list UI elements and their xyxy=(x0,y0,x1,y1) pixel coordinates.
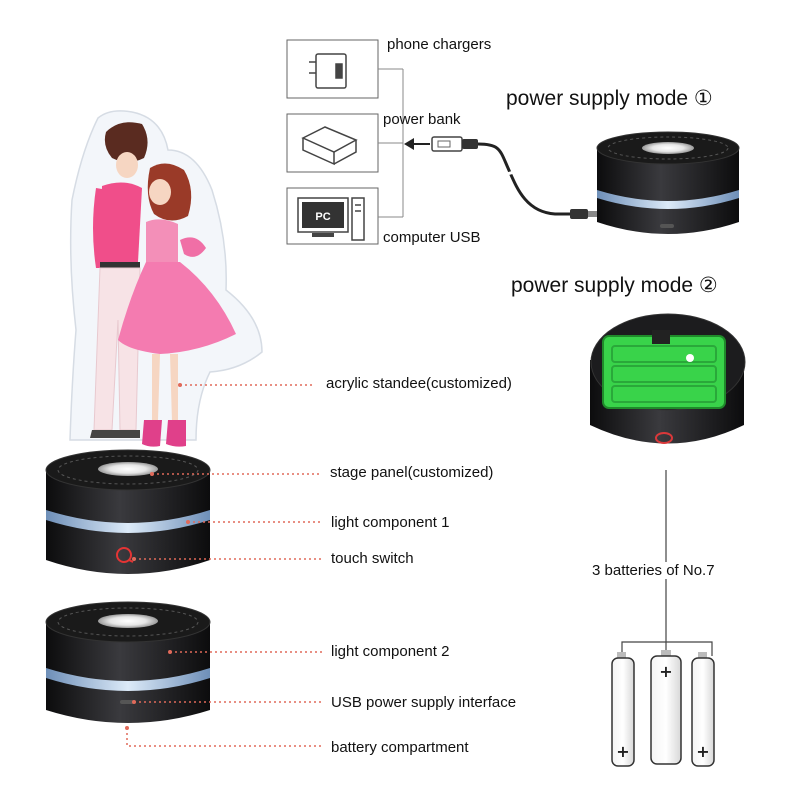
power-bank-icon xyxy=(301,126,358,166)
label-computer-usb: computer USB xyxy=(383,229,481,246)
svg-text:+: + xyxy=(696,742,709,761)
label-batteries: 3 batteries of No.7 xyxy=(590,562,717,579)
main-base-image xyxy=(45,449,211,574)
title-power-supply-mode-2: power supply mode ② xyxy=(511,274,718,297)
usb-cable xyxy=(431,136,598,219)
mode2-power-icon xyxy=(655,432,673,444)
battery-center: + xyxy=(650,650,682,765)
battery-left: + xyxy=(611,652,635,767)
label-battery-compartment: battery compartment xyxy=(331,739,469,756)
label-light-component-2: light component 2 xyxy=(331,643,450,660)
battery-right: + xyxy=(691,652,715,767)
label-stage-panel: stage panel(customized) xyxy=(330,464,494,481)
computer-icon: PC xyxy=(297,197,365,241)
label-light-component-1: light component 1 xyxy=(331,514,450,531)
label-power-bank: power bank xyxy=(383,111,461,128)
svg-text:+: + xyxy=(616,742,629,761)
leader-lines xyxy=(126,384,322,747)
label-phone-chargers: phone chargers xyxy=(387,36,492,53)
connector-arrow-icon xyxy=(404,138,430,150)
acrylic-standee-image xyxy=(69,110,263,447)
leader-dot-ends xyxy=(125,383,190,730)
leader-battery-compartment xyxy=(126,728,322,747)
source-bracket xyxy=(378,68,404,218)
second-base-image xyxy=(45,601,211,723)
source-phone-charger-box xyxy=(286,39,379,99)
label-acrylic-standee: acrylic standee(customized) xyxy=(326,375,512,392)
source-computer-box: PC xyxy=(286,187,379,245)
svg-text:+: + xyxy=(659,662,672,681)
battery-slots xyxy=(611,345,717,403)
title-power-supply-mode-1: power supply mode ① xyxy=(506,87,713,110)
touch-switch-icon xyxy=(116,547,134,563)
label-touch-switch: touch switch xyxy=(331,550,414,567)
plug-adapter-icon xyxy=(309,53,347,89)
mode2-base-image xyxy=(590,313,746,444)
pc-screen-text: PC xyxy=(315,211,330,223)
usb-port-icon xyxy=(120,700,134,704)
mode1-base-image xyxy=(596,131,740,234)
label-usb-power-supply-interface: USB power supply interface xyxy=(331,694,517,711)
source-power-bank-box xyxy=(286,113,379,173)
